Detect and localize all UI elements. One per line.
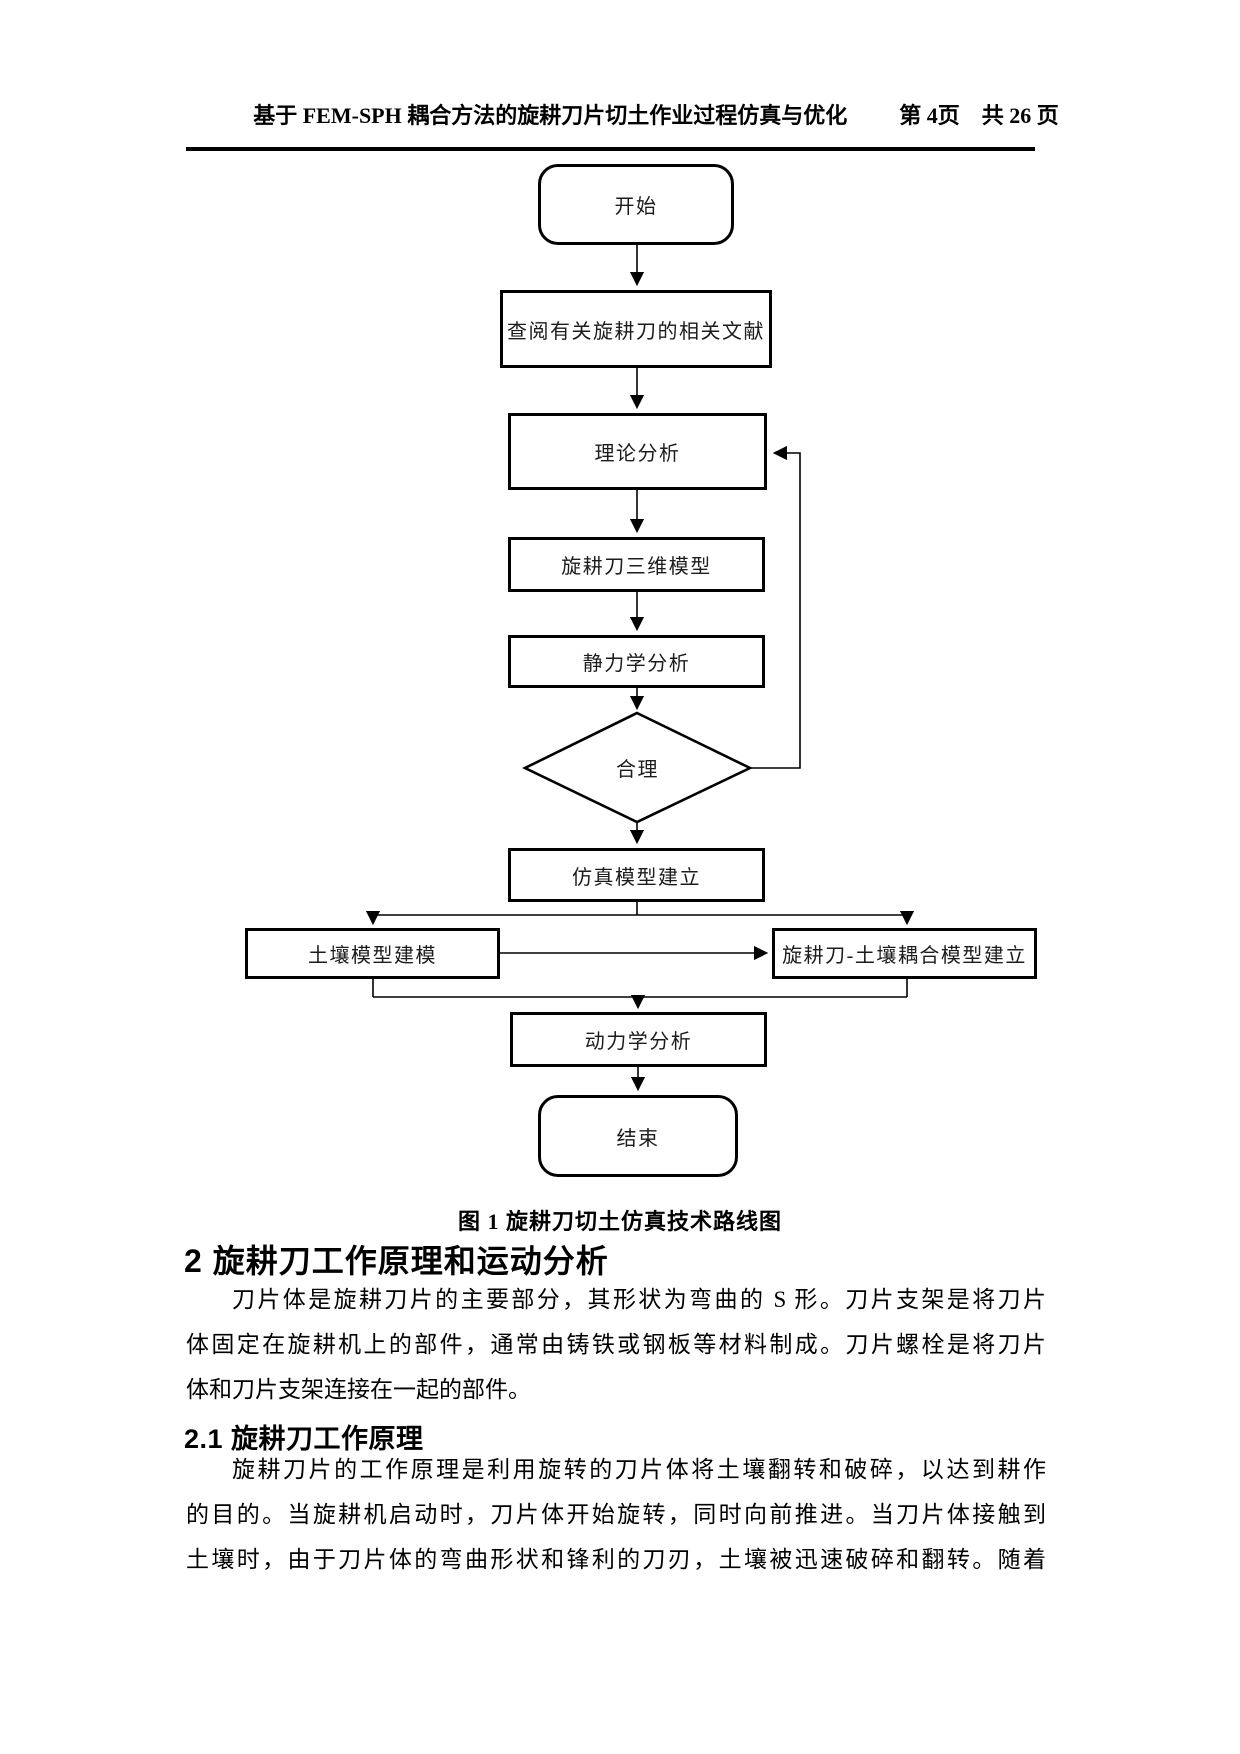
header-divider — [186, 147, 1035, 151]
section-2-1-heading: 2.1 旋耕刀工作原理 — [184, 1424, 424, 1454]
paragraph-1-line: 体和刀片支架连接在一起的部件。 — [186, 1377, 531, 1402]
flow-node-coupling-model: 旋耕刀-土壤耦合模型建立 — [772, 928, 1037, 979]
connector-decision-feedback-loop — [750, 445, 801, 769]
flow-node-simulation-label: 仿真模型建立 — [572, 866, 701, 889]
flow-node-literature-label: 查阅有关旋耕刀的相关文献 — [507, 320, 765, 343]
paragraph-1-line: 体固定在旋耕机上的部件，通常由铸铁或钢板等材料制成。刀片螺栓是将刀片 — [186, 1332, 1046, 1357]
page-header: 基于 FEM-SPH 耦合方法的旋耕刀片切土作业过程仿真与优化 第 4页 共 2… — [36, 98, 1240, 130]
section-2-heading: 2 旋耕刀工作原理和运动分析 — [184, 1243, 609, 1279]
paragraph-2-line: 土壤时，由于刀片体的弯曲形状和锋利的刀刃，土壤被迅速破碎和翻转。随着 — [186, 1547, 1046, 1572]
page-indicator: 第 4页 共 26 页 — [899, 103, 1059, 128]
flow-node-dynamic-label: 动力学分析 — [584, 1031, 693, 1053]
connector-simulation-branch — [373, 902, 907, 916]
paragraph-2-line: 的目的。当旋耕机启动时，刀片体开始旋转，同时向前推进。当刀片体接触到 — [186, 1502, 1046, 1527]
paragraph-1-line: 刀片体是旋耕刀片的主要部分，其形状为弯曲的 S 形。刀片支架是将刀片 — [232, 1287, 1046, 1312]
flow-node-start-label: 开始 — [614, 196, 658, 218]
flow-node-end: 结束 — [538, 1095, 738, 1177]
flow-node-literature-review: 查阅有关旋耕刀的相关文献 — [500, 290, 772, 368]
paragraph-2-line: 旋耕刀片的工作原理是利用旋转的刀片体将土壤翻转和破碎，以达到耕作 — [232, 1457, 1046, 1482]
paragraph-2: 旋耕刀片的工作原理是利用旋转的刀片体将土壤翻转和破碎，以达到耕作 的目的。当旋耕… — [186, 1447, 1046, 1582]
connector-merge-lines — [372, 979, 908, 998]
paragraph-1: 刀片体是旋耕刀片的主要部分，其形状为弯曲的 S 形。刀片支架是将刀片 体固定在旋… — [186, 1277, 1046, 1412]
flow-node-simulation-model: 仿真模型建立 — [508, 848, 765, 902]
flow-node-soil-label: 土壤模型建模 — [308, 945, 437, 967]
flow-node-coupling-label: 旋耕刀-土壤耦合模型建立 — [782, 945, 1027, 967]
flow-node-static-label: 静力学分析 — [582, 653, 691, 675]
figure-caption: 图 1 旋耕刀切土仿真技术路线图 — [457, 1209, 782, 1234]
decision-diamond-shape — [522, 711, 753, 824]
flow-node-decision: 合理 — [525, 713, 750, 822]
flow-node-dynamic-analysis: 动力学分析 — [510, 1012, 767, 1067]
flow-node-theory-analysis: 理论分析 — [508, 413, 767, 490]
running-title: 基于 FEM-SPH 耦合方法的旋耕刀片切土作业过程仿真与优化 — [253, 103, 848, 128]
flowchart-diagram — [365, 245, 915, 1092]
flow-node-static-analysis: 静力学分析 — [508, 635, 765, 688]
flow-node-theory-label: 理论分析 — [594, 443, 681, 465]
flow-node-3d-model: 旋耕刀三维模型 — [508, 537, 765, 592]
flow-node-start: 开始 — [538, 164, 734, 245]
flow-node-end-label: 结束 — [616, 1127, 660, 1150]
flow-node-soil-model: 土壤模型建模 — [245, 928, 500, 979]
flow-node-3d-label: 旋耕刀三维模型 — [561, 556, 712, 578]
flow-node-decision-label: 合理 — [616, 759, 659, 781]
